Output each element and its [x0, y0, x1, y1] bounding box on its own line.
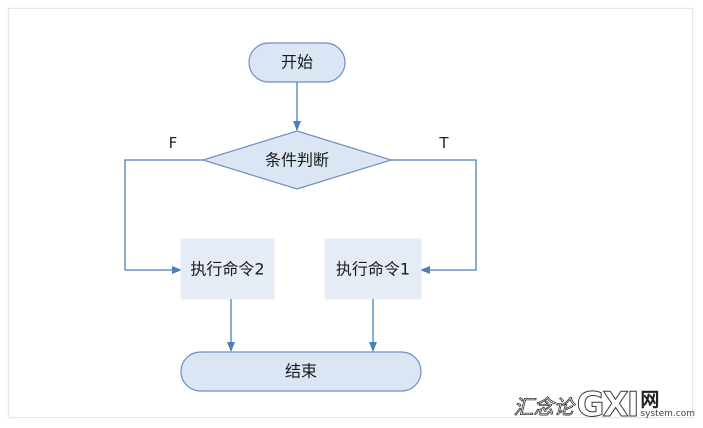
start-label: 开始	[281, 53, 313, 72]
command-1-node	[324, 238, 422, 300]
diagram-frame	[8, 8, 693, 418]
condition-label: 条件判断	[265, 151, 329, 170]
command-1-label: 执行命令1	[336, 260, 410, 279]
true-branch-label: T	[438, 134, 449, 152]
arrow-true-branch	[391, 159, 477, 274]
end-label: 结束	[285, 362, 317, 381]
command-2-label: 执行命令2	[190, 260, 264, 279]
false-branch-label: F	[169, 134, 178, 152]
watermark-domain: system.com	[640, 409, 695, 419]
watermark-chinese-text: 汇念论	[513, 394, 574, 419]
command-2-node	[180, 238, 275, 300]
end-node	[180, 351, 422, 392]
watermark-logo: GXI	[576, 385, 640, 425]
arrow-false-branch	[124, 159, 203, 274]
watermark-site: 网 system.com	[640, 391, 695, 419]
condition-node	[200, 130, 394, 190]
watermark-net-char: 网	[640, 389, 660, 411]
watermark: 汇念论 GXI 网 system.com	[513, 385, 695, 425]
